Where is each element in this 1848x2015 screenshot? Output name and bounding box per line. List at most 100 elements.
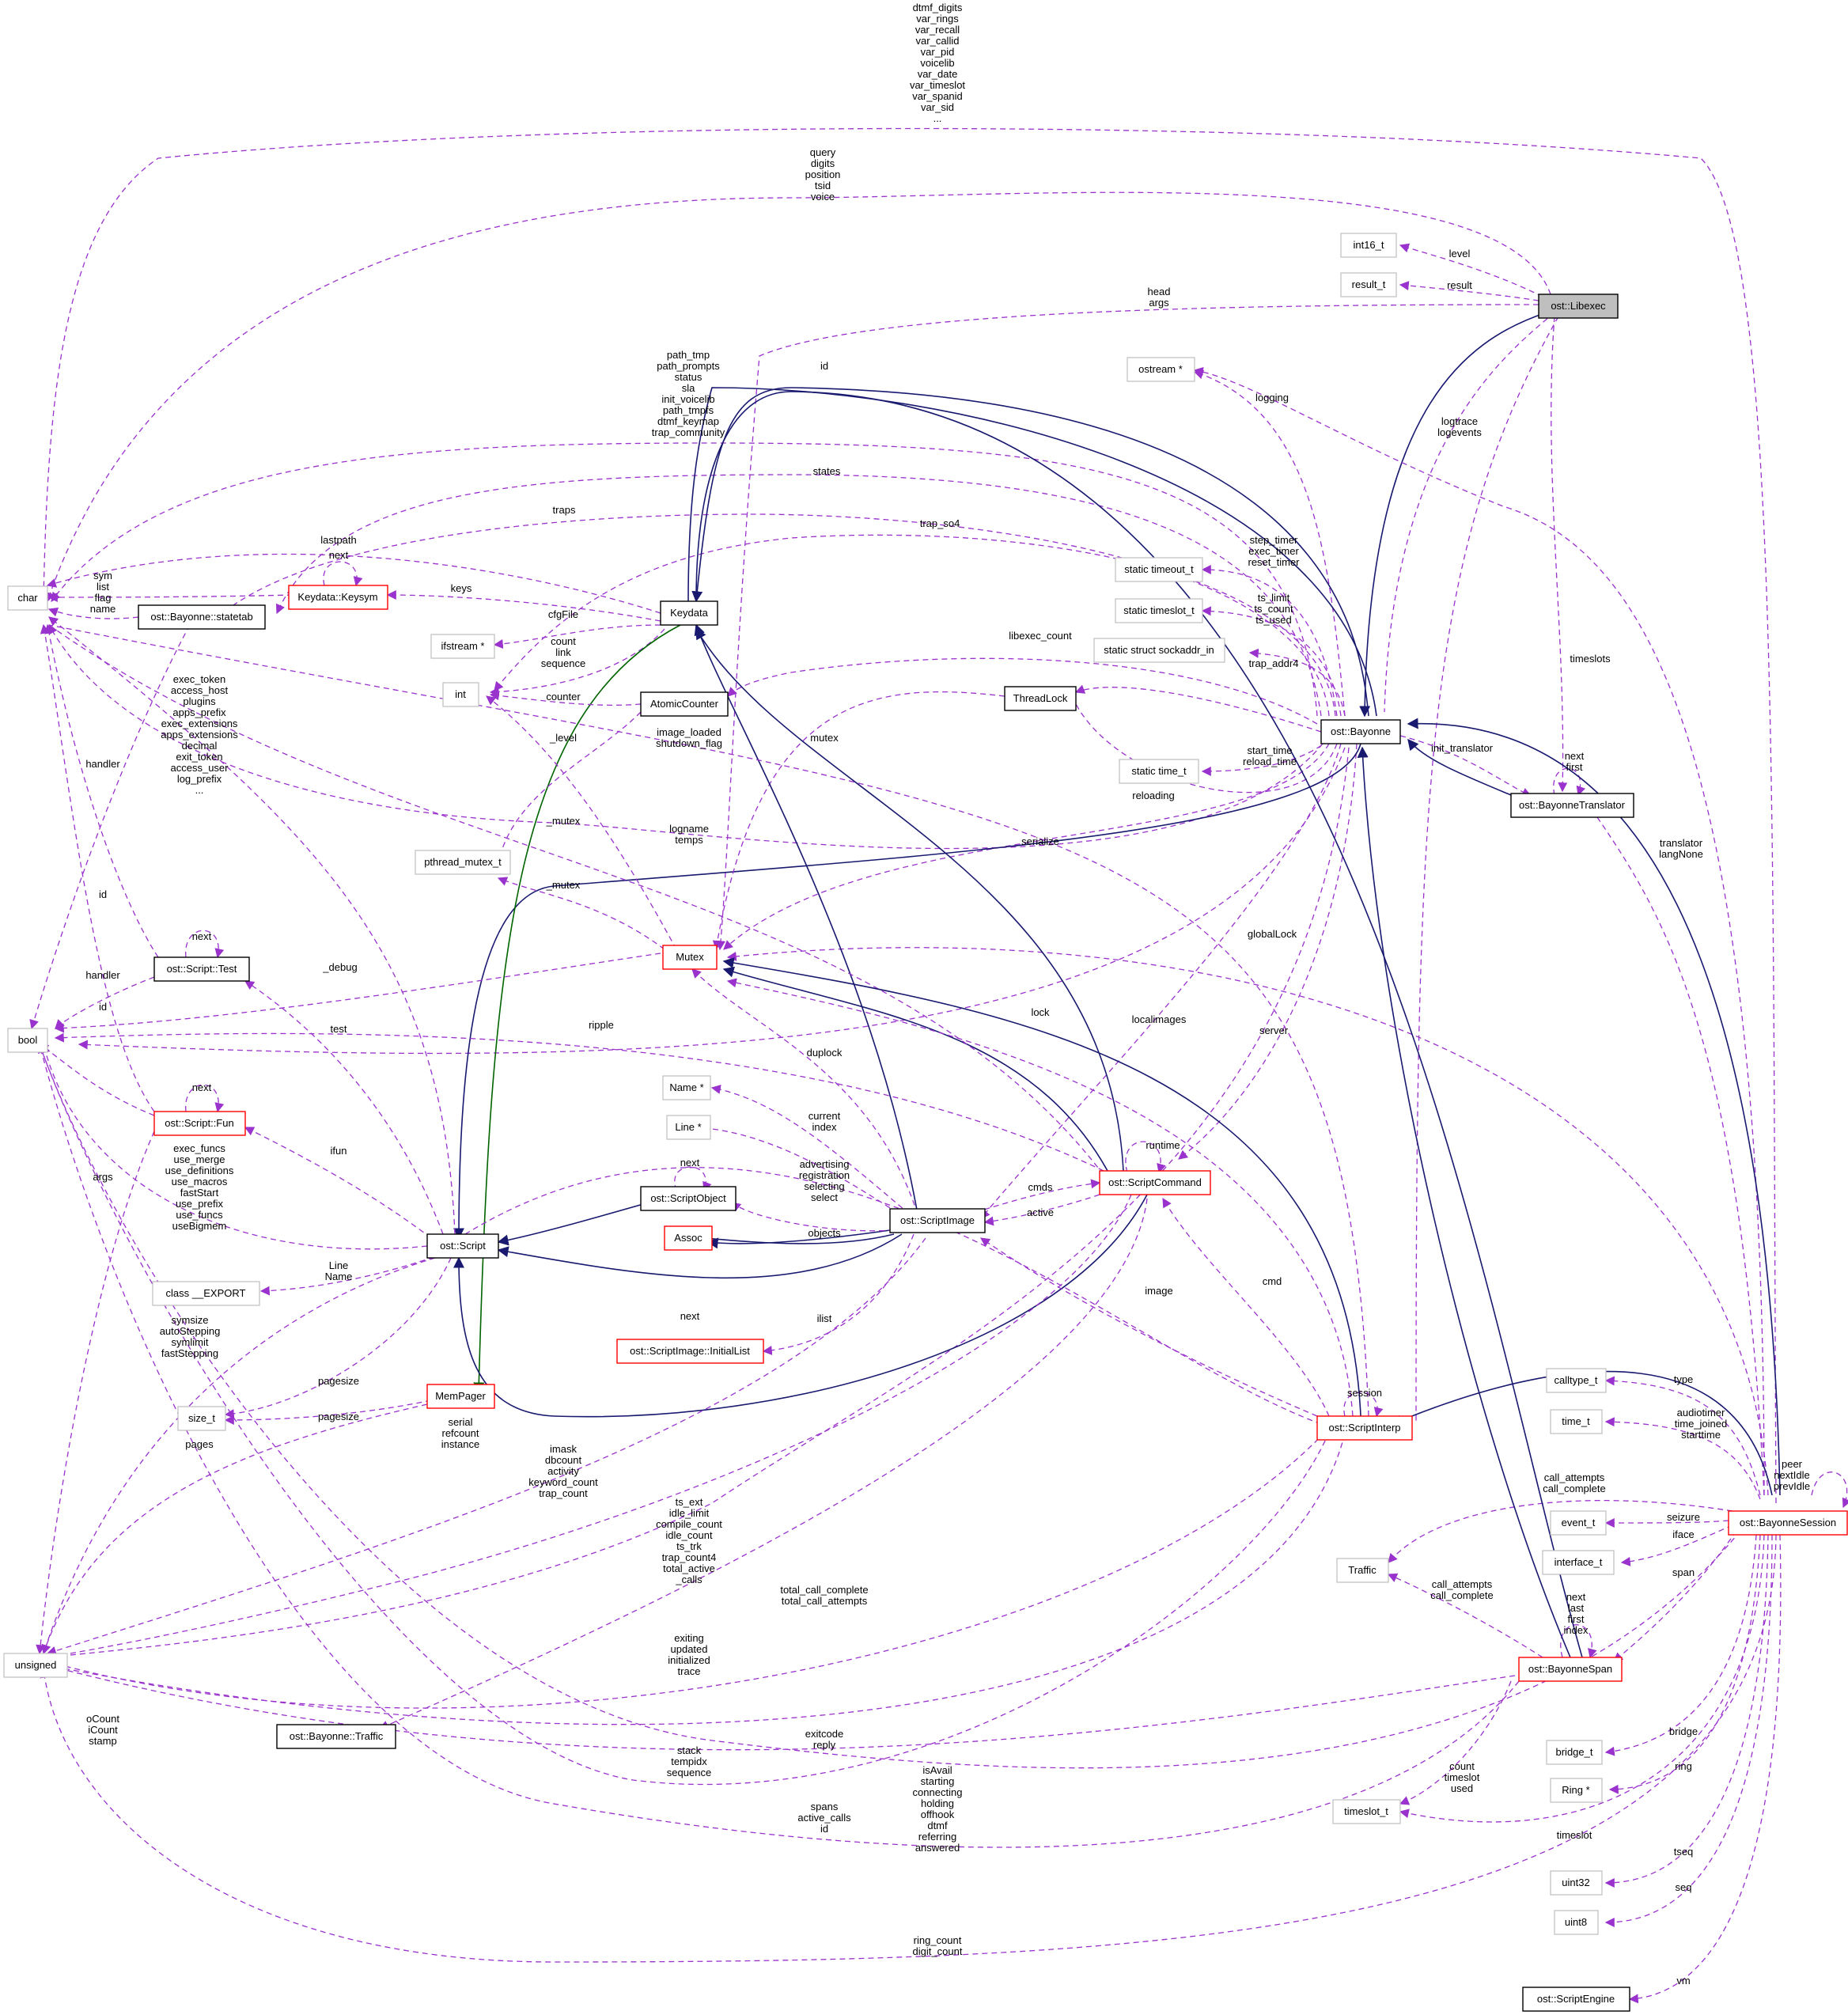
edge-statetab-bool	[29, 624, 191, 1030]
label-line: fastStart	[180, 1187, 219, 1199]
node-scriptimage[interactable]: ost::ScriptImage	[889, 1208, 986, 1233]
label-session: session	[1347, 1387, 1382, 1399]
node-uint32[interactable]: uint32	[1550, 1870, 1603, 1896]
node-uint8[interactable]: uint8	[1554, 1910, 1599, 1935]
edge-session-bridge	[1604, 1534, 1757, 1756]
node-atomiccounter[interactable]: AtomicCounter	[640, 691, 729, 717]
node-script-test[interactable]: ost::Script::Test	[153, 956, 250, 982]
node-traffic-t[interactable]: ost::Bayonne::Traffic	[276, 1724, 396, 1749]
node-script[interactable]: ost::Script	[426, 1233, 499, 1259]
edge-libexec-translator	[1551, 316, 1568, 793]
node-keydata[interactable]: Keydata	[660, 600, 718, 626]
node-bridge-t[interactable]: bridge_t	[1546, 1740, 1603, 1765]
label-line: plugins	[183, 695, 216, 707]
label-line: exec_funcs	[173, 1142, 225, 1154]
node-static-timeout[interactable]: static timeout_t	[1115, 557, 1203, 582]
svg-text:ost::Libexec: ost::Libexec	[1551, 300, 1606, 312]
label-line: vm	[1676, 1975, 1690, 1987]
label-line: apps_prefix	[172, 706, 226, 718]
node-static-sockaddr[interactable]: static struct sockaddr_in	[1093, 638, 1225, 663]
label-line: session	[1347, 1387, 1382, 1399]
node-unsigned[interactable]: unsigned	[3, 1653, 68, 1678]
node-name-ptr[interactable]: Name *	[662, 1075, 711, 1100]
node-interface-t[interactable]: interface_t	[1542, 1550, 1615, 1575]
label-line: status	[675, 371, 702, 383]
node-span[interactable]: ost::BayonneSpan	[1518, 1657, 1623, 1682]
node-keysym[interactable]: Keydata::Keysym	[288, 585, 388, 610]
node-char[interactable]: char	[7, 585, 48, 611]
svg-text:static time_t: static time_t	[1131, 765, 1187, 777]
edge-session-span	[1613, 1530, 1737, 1662]
edge-mempager-sizet	[224, 1400, 432, 1425]
label-trap-addr4: trap_addr4	[1249, 657, 1299, 669]
edge-session-self	[1811, 1471, 1848, 1509]
label-line: exitcode	[805, 1728, 843, 1740]
edge-libexec-mutex	[716, 304, 1539, 951]
node-scriptobject[interactable]: ost::ScriptObject	[640, 1186, 737, 1211]
label-line: dtmf_digits	[913, 2, 963, 13]
node-static-timeslot[interactable]: static timeslot_t	[1115, 598, 1203, 623]
label-line: mutex	[810, 732, 839, 744]
node-mempager[interactable]: MemPager	[426, 1384, 495, 1409]
label-line: _calls	[675, 1574, 702, 1585]
node-ifstream[interactable]: ifstream *	[430, 634, 495, 659]
label-line: first	[1568, 1613, 1585, 1625]
node-script-fun[interactable]: ost::Script::Fun	[153, 1111, 246, 1136]
nodes: char bool unsigned int16_t result_t ost:…	[3, 233, 1848, 2012]
svg-text:Line *: Line *	[675, 1121, 701, 1133]
node-size-t[interactable]: size_t	[177, 1406, 226, 1431]
edge-threadlock-mutex	[712, 691, 1005, 951]
node-session[interactable]: ost::BayonneSession	[1728, 1510, 1848, 1536]
node-scriptinterp[interactable]: ost::ScriptInterp	[1316, 1415, 1413, 1441]
node-class-export[interactable]: class __EXPORT	[152, 1281, 260, 1306]
node-translator[interactable]: ost::BayonneTranslator	[1510, 793, 1634, 818]
node-ostream[interactable]: ostream *	[1127, 357, 1195, 382]
node-static-time[interactable]: static time_t	[1119, 759, 1199, 784]
edge-bayonne-mutex	[723, 743, 1330, 950]
node-threadlock[interactable]: ThreadLock	[1004, 686, 1077, 711]
label-line: ts_limit	[1258, 592, 1290, 604]
node-bool[interactable]: bool	[7, 1028, 48, 1053]
edge-keydata-mempager	[473, 624, 681, 1394]
node-time-t[interactable]: time_t	[1550, 1409, 1603, 1434]
edge-script-test	[244, 980, 444, 1235]
node-calltype[interactable]: calltype_t	[1546, 1368, 1607, 1393]
node-statetab[interactable]: ost::Bayonne::statetab	[138, 604, 266, 630]
edge-session-unsigned	[40, 1534, 1777, 1963]
label-line: position	[805, 169, 841, 180]
edge-scriptcommand-traffic	[378, 1198, 1148, 1730]
edge-scriptimage-assoc	[706, 1229, 891, 1249]
node-traffic[interactable]: Traffic	[1336, 1558, 1389, 1583]
node-assoc[interactable]: Assoc	[664, 1225, 713, 1251]
edges	[29, 127, 1848, 2004]
edge-scriptinterp-char	[48, 624, 1369, 1417]
node-bayonne[interactable]: ost::Bayonne	[1320, 719, 1401, 744]
node-scriptcommand[interactable]: ost::ScriptCommand	[1099, 1170, 1211, 1195]
node-line-ptr[interactable]: Line *	[666, 1115, 711, 1140]
node-event-t[interactable]: event_t	[1550, 1510, 1607, 1536]
label-tseq: tseq	[1674, 1846, 1694, 1858]
label-runtime: runtime	[1146, 1139, 1180, 1151]
label-line: serial	[448, 1416, 472, 1428]
label-line: flag	[95, 592, 112, 604]
node-result-t[interactable]: result_t	[1340, 272, 1397, 297]
node-int[interactable]: int	[442, 682, 479, 707]
node-int16-t[interactable]: int16_t	[1340, 233, 1397, 258]
node-ring-ptr[interactable]: Ring *	[1550, 1778, 1603, 1803]
node-pthread-mutex[interactable]: pthread_mutex_t	[415, 850, 511, 875]
edge-bayonne-keydata	[691, 387, 1369, 717]
node-timeslot-t[interactable]: timeslot_t	[1332, 1799, 1401, 1824]
edge-script-unsigned	[41, 1257, 436, 1655]
node-libexec[interactable]: ost::Libexec	[1538, 294, 1619, 319]
label-line: test	[331, 1023, 347, 1035]
node-initiallist[interactable]: ost::ScriptImage::InitialList	[616, 1339, 764, 1364]
label-line: fastStepping	[161, 1347, 218, 1359]
svg-text:MemPager: MemPager	[435, 1390, 486, 1402]
node-mutex[interactable]: Mutex	[662, 945, 718, 970]
node-scriptengine[interactable]: ost::ScriptEngine	[1522, 1987, 1630, 2012]
label-handler1: handler	[85, 758, 120, 770]
